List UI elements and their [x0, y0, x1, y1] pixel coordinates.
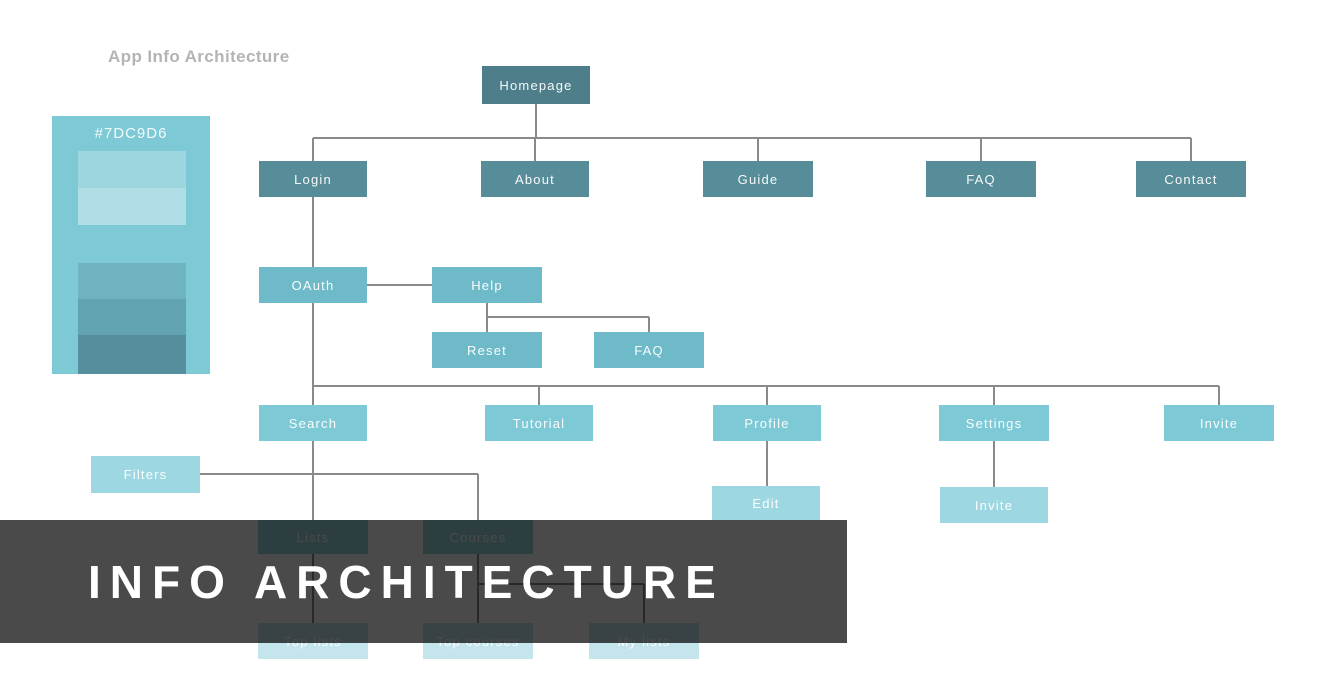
connector-line [538, 386, 540, 405]
node-login: Login [259, 161, 367, 197]
node-label: FAQ [634, 342, 664, 358]
connector-line [766, 441, 768, 486]
page-title: App Info Architecture [108, 47, 290, 66]
connector-line [312, 441, 314, 520]
node-label: Filters [123, 467, 168, 482]
node-filters: Filters [91, 456, 200, 493]
node-label: Invite [1199, 415, 1239, 431]
connector-line [312, 138, 314, 161]
connector-line [535, 104, 537, 138]
connector-line [534, 138, 536, 161]
connector-line [477, 474, 479, 520]
node-label: FAQ [966, 171, 996, 187]
node-invite-2: Invite [940, 487, 1048, 523]
node-about: About [481, 161, 589, 197]
palette-hex-label: #7DC9D6 [94, 125, 168, 142]
connector-line [980, 138, 982, 161]
node-faq: FAQ [926, 161, 1036, 197]
palette-swatch-shade-2 [78, 299, 186, 335]
palette-swatch-tint-2 [78, 188, 186, 225]
connector-line [486, 303, 488, 317]
connector-line [648, 317, 650, 332]
node-edit: Edit [712, 486, 820, 520]
connector-line [993, 386, 995, 405]
node-label: Reset [467, 342, 507, 358]
palette-swatch-shade-1 [78, 263, 186, 299]
node-label: Invite [974, 497, 1014, 513]
connector-line [1190, 138, 1192, 161]
node-search: Search [259, 405, 367, 441]
node-label: Settings [965, 415, 1023, 431]
node-guide: Guide [703, 161, 813, 197]
node-oauth: OAuth [259, 267, 367, 303]
node-label: Contact [1164, 171, 1218, 187]
connector-line [1218, 386, 1220, 405]
connector-line [766, 386, 768, 405]
overlay-banner: INFO ARCHITECTURE [0, 520, 847, 643]
node-label: OAuth [291, 277, 335, 293]
node-label: Profile [744, 415, 790, 431]
connector-line [200, 473, 478, 475]
node-label: Homepage [499, 77, 573, 93]
node-faq-2: FAQ [594, 332, 704, 368]
node-label: Tutorial [512, 415, 566, 431]
node-label: Help [471, 277, 503, 293]
node-reset: Reset [432, 332, 542, 368]
connector-line [312, 303, 314, 386]
connector-line [486, 317, 488, 332]
connector-line [757, 138, 759, 161]
connector-line [312, 386, 314, 405]
connector-line [993, 441, 995, 487]
color-palette-card: #7DC9D6 [52, 116, 210, 374]
node-homepage: Homepage [482, 66, 590, 104]
node-label: Search [288, 415, 338, 431]
node-invite: Invite [1164, 405, 1274, 441]
banner-title: INFO ARCHITECTURE [88, 555, 725, 608]
node-tutorial: Tutorial [485, 405, 593, 441]
node-label: Login [294, 171, 332, 187]
palette-swatch-tint-1 [78, 151, 186, 188]
node-help: Help [432, 267, 542, 303]
connector-line [487, 316, 649, 318]
connector-line [313, 137, 1191, 139]
connector-line [367, 284, 432, 286]
node-contact: Contact [1136, 161, 1246, 197]
node-label: Guide [737, 171, 779, 187]
connector-line [312, 197, 314, 267]
node-settings: Settings [939, 405, 1049, 441]
node-label: About [515, 171, 555, 187]
node-profile: Profile [713, 405, 821, 441]
palette-swatch-shade-3 [78, 335, 186, 374]
node-label: Edit [752, 495, 780, 511]
